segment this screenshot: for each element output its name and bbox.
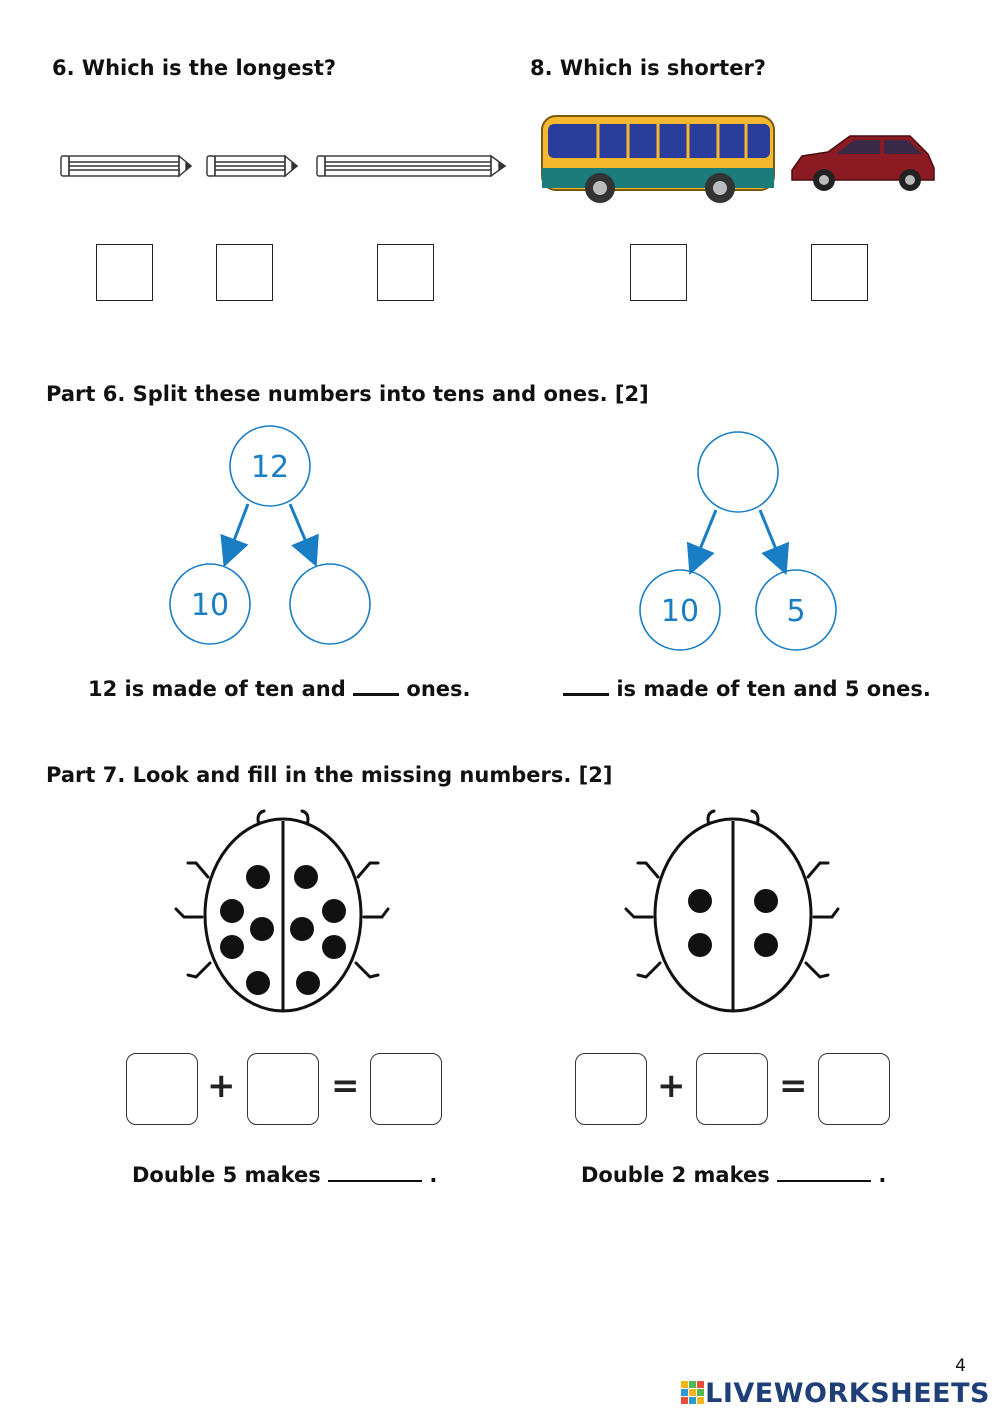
pencil-long	[316, 154, 507, 178]
answer-box-pencil-2[interactable]	[216, 244, 273, 301]
logo-text: LIVEWORKSHEETS	[705, 1378, 990, 1409]
answer-blank[interactable]	[777, 1162, 872, 1182]
sum-box[interactable]	[818, 1053, 890, 1125]
ladybug-four-spots	[624, 809, 840, 1013]
bond-top-value: 12	[251, 450, 289, 485]
equals-sign: =	[331, 1066, 360, 1106]
answer-box-car[interactable]	[811, 244, 868, 301]
part7-heading: Part 7. Look and fill in the missing num…	[46, 763, 613, 787]
plus-sign: +	[657, 1066, 686, 1106]
sentence-text-after: is made of ten and 5 ones.	[616, 677, 931, 701]
question-6-title: 6. Which is the longest?	[52, 56, 337, 80]
bus-illustration	[541, 115, 775, 203]
equals-sign: =	[779, 1066, 808, 1106]
part6-heading: Part 6. Split these numbers into tens an…	[46, 382, 649, 406]
answer-blank[interactable]	[353, 675, 400, 696]
bond-left-value: 10	[661, 594, 699, 629]
answer-box-pencil-1[interactable]	[96, 244, 153, 301]
sentence-text-before: Double 2 makes	[581, 1163, 770, 1187]
question-8-title: 8. Which is shorter?	[530, 56, 766, 80]
pencils-illustration	[60, 154, 507, 178]
sentence-text-before: 12 is made of ten and	[88, 677, 346, 701]
page-number: 4	[955, 1356, 966, 1376]
answer-box-bus[interactable]	[630, 244, 687, 301]
sentence-text-after: .	[429, 1163, 438, 1187]
addend-box-2[interactable]	[696, 1053, 768, 1125]
addend-box-2[interactable]	[247, 1053, 319, 1125]
pencil-medium	[60, 154, 193, 178]
addend-box-1[interactable]	[126, 1053, 198, 1125]
bond-top-circle	[229, 425, 311, 507]
part7-right-sentence: Double 2 makes .	[581, 1162, 886, 1187]
answer-box-pencil-3[interactable]	[377, 244, 434, 301]
part6-left-sentence: 12 is made of ten and ones.	[88, 675, 471, 701]
bond-top-circle	[697, 431, 779, 513]
car-illustration	[791, 135, 935, 191]
addend-box-1[interactable]	[575, 1053, 647, 1125]
sentence-text-after: ones.	[406, 677, 471, 701]
pencil-short	[206, 154, 299, 178]
logo-grid-icon	[681, 1381, 705, 1404]
ladybug-ten-spots	[174, 809, 390, 1013]
bond-right-circle	[289, 563, 371, 645]
sentence-text-before: Double 5 makes	[132, 1163, 321, 1187]
sentence-text-after: .	[878, 1163, 887, 1187]
answer-blank[interactable]	[563, 675, 609, 696]
answer-blank[interactable]	[328, 1162, 423, 1182]
liveworksheets-logo: LIVEWORKSHEETS	[681, 1378, 990, 1409]
number-bond-right: 10 5	[639, 431, 837, 651]
bond-left-value: 10	[191, 588, 229, 623]
bond-right-value: 5	[786, 594, 805, 629]
part6-right-sentence: is made of ten and 5 ones.	[563, 675, 931, 701]
bond-left-circle	[169, 563, 251, 645]
sum-box[interactable]	[370, 1053, 442, 1125]
plus-sign: +	[207, 1066, 236, 1106]
bond-left-circle	[639, 569, 721, 651]
bond-right-circle	[755, 569, 837, 651]
part7-left-sentence: Double 5 makes .	[132, 1162, 437, 1187]
number-bond-left: 12 10	[169, 425, 371, 645]
